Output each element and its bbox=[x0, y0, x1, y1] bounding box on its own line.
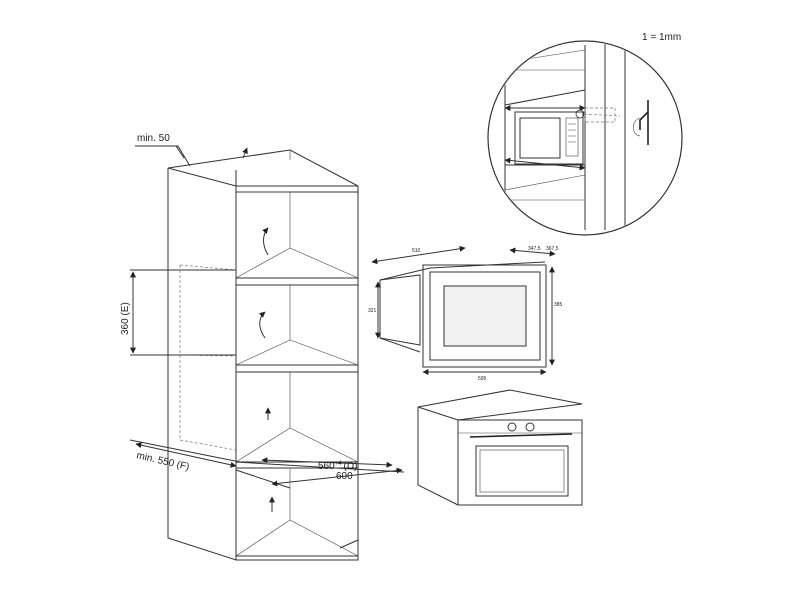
left-height-label: 321 bbox=[368, 308, 377, 314]
cabinet-top bbox=[167, 149, 359, 187]
oven-knob-right bbox=[525, 422, 535, 432]
top-right-b-label: 367,5 bbox=[546, 246, 559, 252]
height-label: 360 (E) bbox=[120, 302, 131, 335]
top-gap-indicator bbox=[135, 145, 191, 167]
compartment-3 bbox=[235, 371, 359, 463]
cabinet-drawing: min. 50 360 (E) min. 550 (F) 5 bbox=[120, 133, 405, 561]
outer-width-label: 600 bbox=[336, 471, 353, 482]
cabinet-front-right bbox=[235, 186, 359, 561]
cabinet-left-side bbox=[167, 168, 237, 561]
oven-3d-window bbox=[475, 445, 569, 497]
oven-handle bbox=[469, 433, 573, 438]
oven-front-plate bbox=[422, 264, 547, 368]
oven-3d-top bbox=[417, 389, 583, 421]
compartment-1 bbox=[235, 191, 359, 279]
inner-width-label: 560+4(D) bbox=[318, 461, 357, 472]
oven-front-drawing: 510 347,5 367,5 321 385 595 bbox=[368, 245, 563, 382]
oven-front-window bbox=[443, 285, 527, 347]
scale-note: 1 = 1mm bbox=[642, 32, 681, 43]
oven-3d-front bbox=[457, 419, 583, 506]
right-height-label: 385 bbox=[554, 302, 563, 308]
top-right-a-label: 347,5 bbox=[528, 246, 541, 252]
detail-circle bbox=[487, 40, 683, 236]
top-gap-label: min. 50 bbox=[137, 133, 170, 144]
top-width-label: 510 bbox=[412, 248, 421, 254]
bottom-width-label: 595 bbox=[478, 376, 487, 382]
compartment-2 bbox=[235, 284, 359, 366]
oven-knob-left bbox=[507, 422, 517, 432]
oven-3d-drawing bbox=[417, 389, 583, 506]
